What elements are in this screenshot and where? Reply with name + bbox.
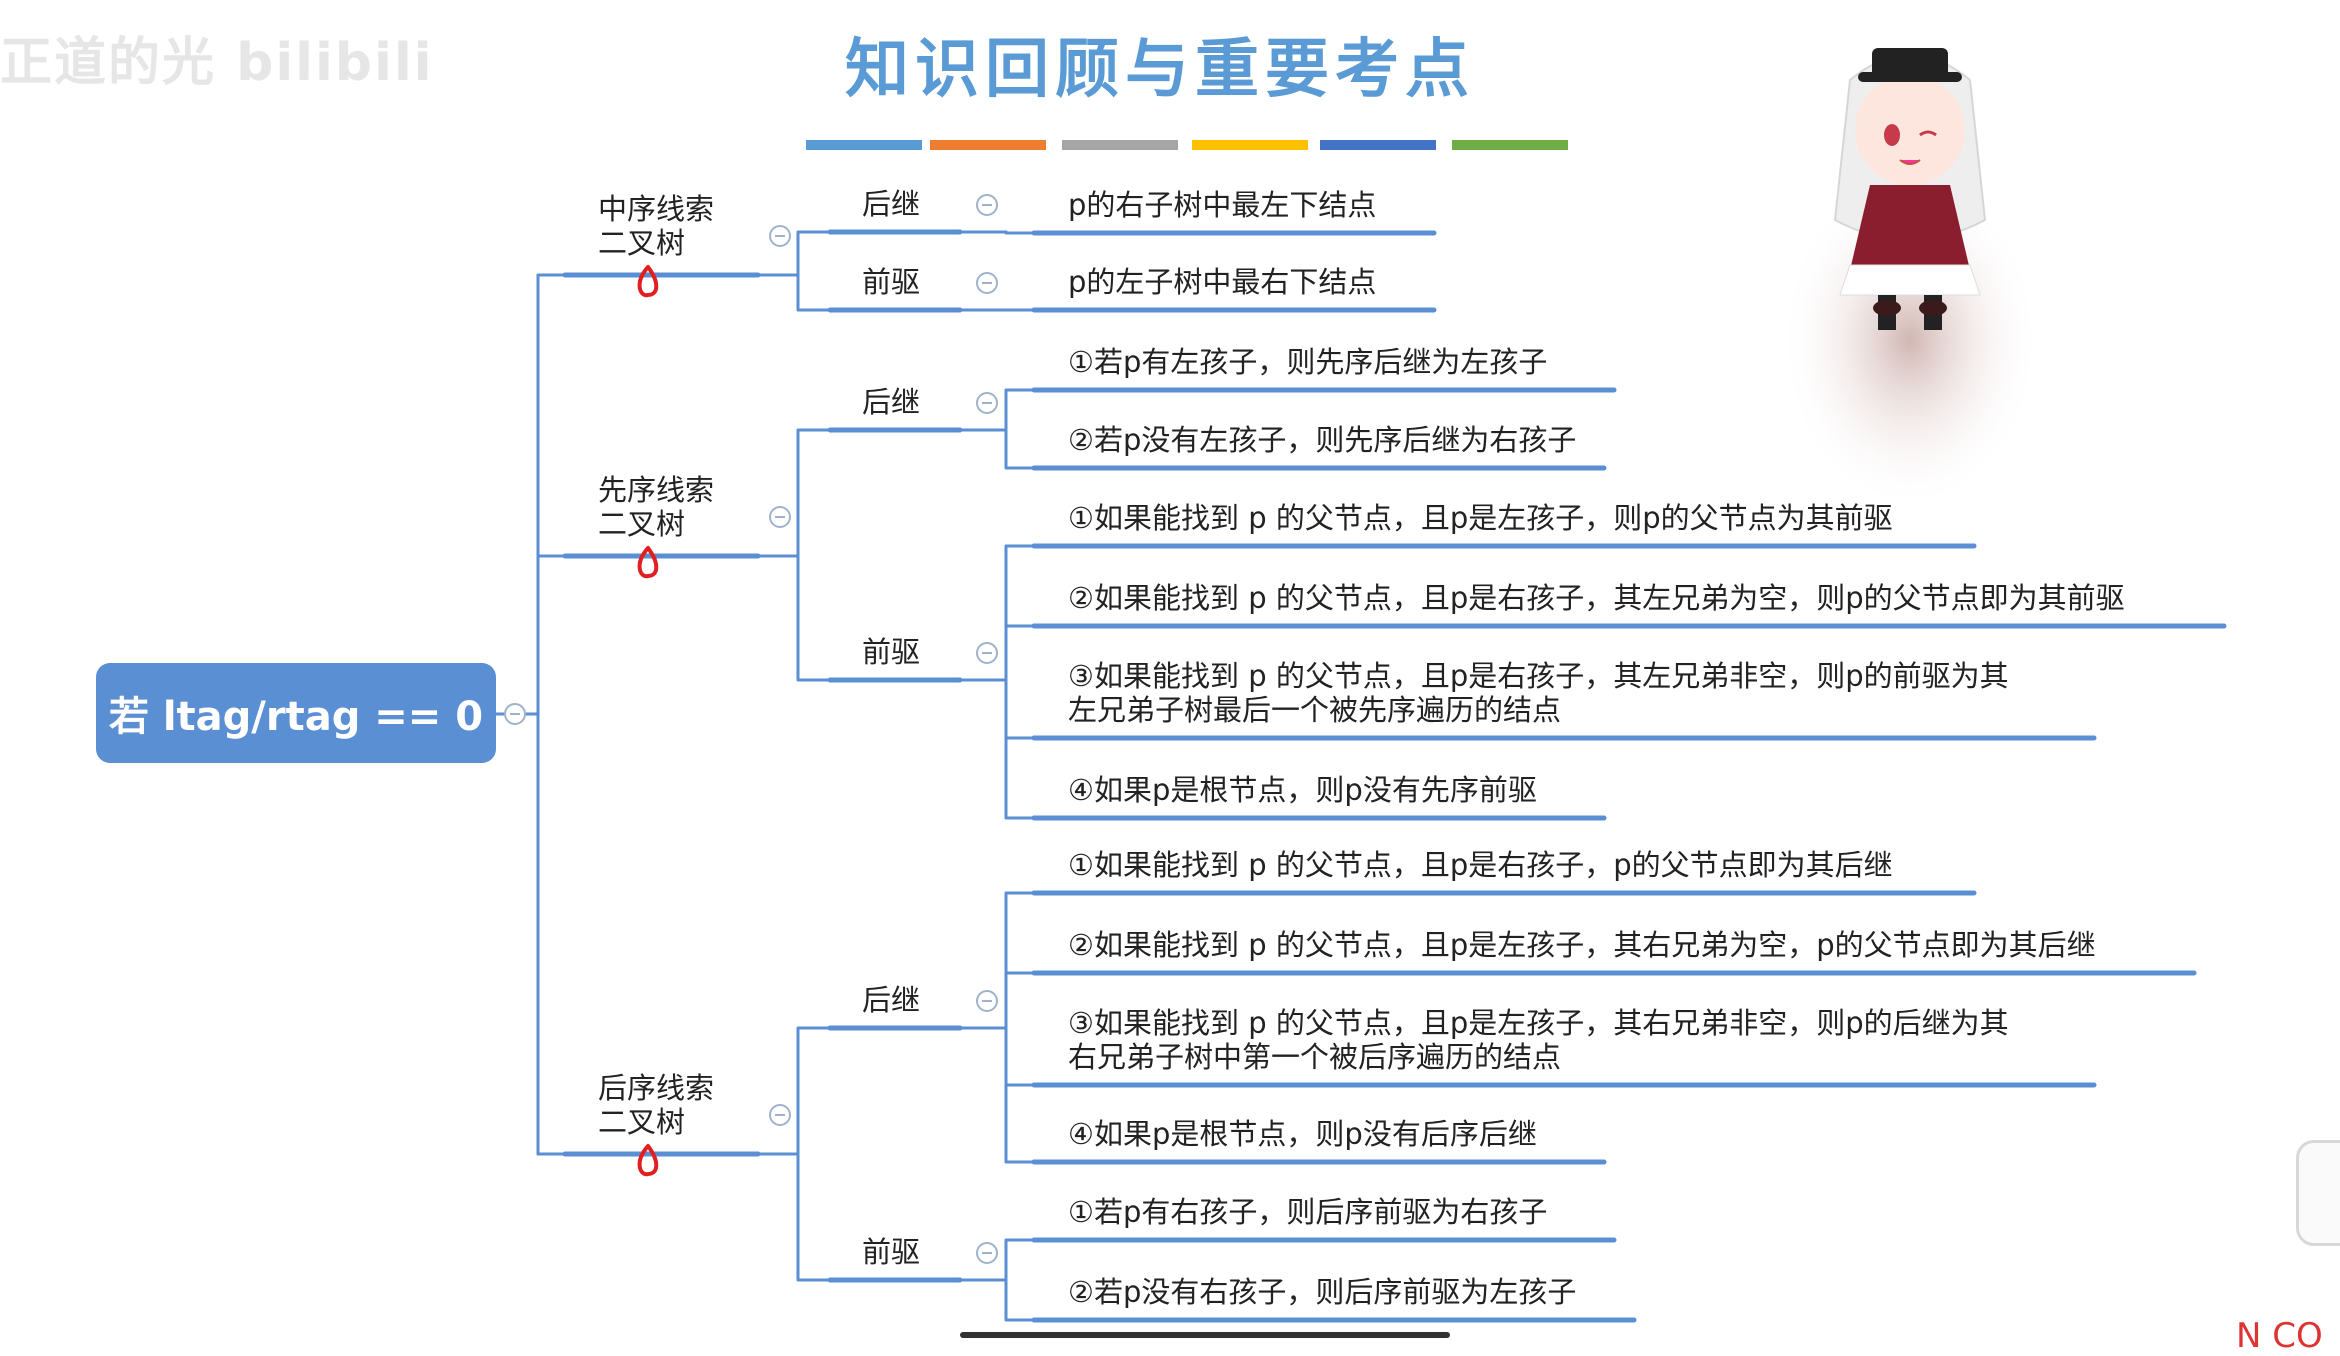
group-collapse-icon[interactable] — [976, 990, 998, 1012]
branch-label: 中序线索 — [598, 192, 715, 226]
color-bar-segment — [930, 140, 1046, 150]
item-text: 左兄弟子树最后一个被先序遍历的结点 — [1068, 693, 1562, 727]
color-bar-segment — [806, 140, 922, 150]
corner-label: N CO — [2236, 1316, 2323, 1356]
group-collapse-icon[interactable] — [976, 194, 998, 216]
watermark: 正道的光 bilibili — [0, 33, 434, 93]
branch-label: 先序线索 — [598, 473, 715, 507]
item-text: ①如果能找到 p 的父节点，且p是右孩子，p的父节点即为其后继 — [1068, 848, 1893, 882]
branch-label: 二叉树 — [598, 507, 686, 541]
group-label: 后继 — [862, 983, 921, 1017]
group-collapse-icon[interactable] — [976, 1242, 998, 1264]
group-collapse-icon[interactable] — [976, 642, 998, 664]
branch-collapse-icon[interactable] — [769, 1104, 791, 1126]
item-text: p的左子树中最右下结点 — [1068, 265, 1377, 299]
hand-drawn-mark — [637, 1144, 659, 1177]
item-text: ④如果p是根节点，则p没有后序后继 — [1068, 1117, 1537, 1151]
hand-drawn-mark — [637, 265, 659, 298]
item-text: ①若p有右孩子，则后序前驱为右孩子 — [1068, 1195, 1548, 1229]
color-bar-segment — [1192, 140, 1308, 150]
item-text: ②若p没有右孩子，则后序前驱为左孩子 — [1068, 1275, 1577, 1309]
root-node[interactable]: 若 ltag/rtag == 0 — [96, 663, 496, 763]
item-text: ②若p没有左孩子，则先序后继为右孩子 — [1068, 423, 1577, 457]
item-text: p的右子树中最左下结点 — [1068, 188, 1377, 222]
branch-label: 二叉树 — [598, 1105, 686, 1139]
item-text: ①若p有左孩子，则先序后继为左孩子 — [1068, 345, 1548, 379]
item-text: ①如果能找到 p 的父节点，且p是左孩子，则p的父节点为其前驱 — [1068, 501, 1893, 535]
group-label: 后继 — [862, 187, 921, 221]
branch-label: 二叉树 — [598, 226, 686, 260]
branch-label: 后序线索 — [598, 1071, 715, 1105]
group-collapse-icon[interactable] — [976, 272, 998, 294]
mascot-image — [1780, 48, 2040, 510]
item-text: ④如果p是根节点，则p没有先序前驱 — [1068, 773, 1537, 807]
page-title: 知识回顾与重要考点 — [845, 32, 1475, 107]
progress-scrollbar[interactable] — [960, 1332, 1450, 1338]
color-bar-segment — [1062, 140, 1178, 150]
side-widget[interactable] — [2296, 1140, 2340, 1246]
item-text: ②如果能找到 p 的父节点，且p是右孩子，其左兄弟为空，则p的父节点即为其前驱 — [1068, 581, 2125, 615]
root-collapse-icon[interactable] — [504, 703, 526, 725]
color-bar-segment — [1320, 140, 1436, 150]
group-collapse-icon[interactable] — [976, 392, 998, 414]
group-label: 前驱 — [862, 1235, 921, 1269]
item-text: 右兄弟子树中第一个被后序遍历的结点 — [1068, 1040, 1562, 1074]
item-text: ②如果能找到 p 的父节点，且p是左孩子，其右兄弟为空，p的父节点即为其后继 — [1068, 928, 2096, 962]
branch-collapse-icon[interactable] — [769, 506, 791, 528]
group-label: 前驱 — [862, 635, 921, 669]
group-label: 前驱 — [862, 265, 921, 299]
color-bar-segment — [1452, 140, 1568, 150]
hand-drawn-mark — [637, 546, 659, 579]
item-text: ③如果能找到 p 的父节点，且p是左孩子，其右兄弟非空，则p的后继为其 — [1068, 1006, 2009, 1040]
group-label: 后继 — [862, 385, 921, 419]
item-text: ③如果能找到 p 的父节点，且p是右孩子，其左兄弟非空，则p的前驱为其 — [1068, 659, 2009, 693]
branch-collapse-icon[interactable] — [769, 225, 791, 247]
